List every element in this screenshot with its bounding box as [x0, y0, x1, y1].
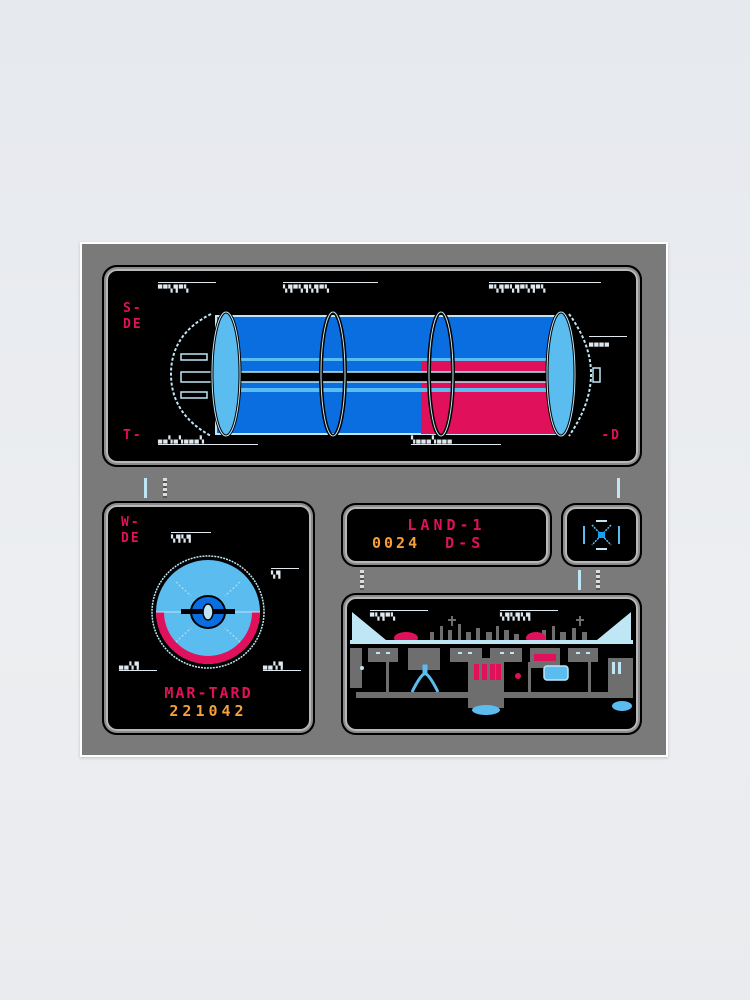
land-status-panel: LAND-1 0024 D-S: [350, 512, 543, 558]
tank-label-d: -D: [601, 428, 621, 443]
planet-ticks-4: ▄▄▚▜: [263, 660, 301, 671]
pipe: [163, 478, 167, 498]
tank-ticks-bottom-1: ▄▄▚▄▚▄▄▄▚: [158, 434, 258, 445]
pipe: [596, 570, 600, 590]
city-scanner-panel: ▀▚▜▀▚ ▚▜▚▜▚▜: [350, 602, 633, 726]
planet-ticks-1: ▚▜▚▜: [171, 532, 211, 543]
tank-label-s: S-: [123, 301, 143, 316]
planet-label-de: DE: [121, 531, 141, 546]
tank-ticks-bottom-2: ▚▄▄▄▚▄▄▄: [411, 434, 501, 445]
tank-ticks-top-3: ▀▚▜▀▚▜▀▚▜▀▚: [489, 282, 601, 293]
planet-globe-icon: [151, 555, 265, 669]
city-skyline-graphic: [350, 612, 633, 715]
tank-ticks-top-2: ▚▜▀▚▜▚▜▀▚: [283, 282, 378, 293]
land-readout: 0024 D-S: [372, 536, 484, 551]
city-ticks-2: ▚▜▚▜▚▜: [500, 610, 558, 621]
pipe: [360, 570, 364, 590]
land-status: D-S: [445, 534, 485, 552]
pipe: [578, 570, 581, 590]
planet-label-w: W-: [121, 515, 141, 530]
land-title: LAND-1: [407, 516, 486, 534]
planet-name: MAR-TARD: [164, 684, 253, 702]
crosshair-icon: [583, 520, 620, 550]
city-ticks-1: ▀▚▜▀▚: [370, 610, 428, 621]
planet-ticks-3: ▄▄▚▜: [119, 660, 157, 671]
pipe: [144, 478, 147, 498]
land-count: 0024: [372, 534, 421, 552]
tank-label-de: DE: [123, 317, 143, 332]
planet-ticks-2: ▚▜: [271, 568, 299, 579]
planet-panel: W- DE ▚▜▚▜ ▚▜ ▄▄▚▜ ▄▄▚▜: [111, 510, 306, 726]
radar-panel: [570, 512, 633, 558]
tank-panel: S- DE T- -D ▀▀▚▜▀▚ ▚▜▀▚▜▚▜▀▚ ▀▚▜▀▚▜▀▚▜▀▚…: [111, 274, 633, 458]
poster: S- DE T- -D ▀▀▚▜▀▚ ▚▜▀▚▜▚▜▀▚ ▀▚▜▀▚▜▀▚▜▀▚…: [80, 242, 668, 757]
pipe: [617, 478, 620, 498]
game-frame: S- DE T- -D ▀▀▚▜▀▚ ▚▜▀▚▜▚▜▀▚ ▀▚▜▀▚▜▀▚▜▀▚…: [82, 244, 666, 755]
tank-ticks-top-1: ▀▀▚▜▀▚: [158, 282, 216, 293]
planet-code: 221042: [169, 702, 248, 720]
tank-label-t: T-: [123, 428, 143, 443]
tank-ticks-right: ▄▄▄▄: [589, 336, 627, 347]
fuel-tank-graphic: [169, 310, 601, 438]
